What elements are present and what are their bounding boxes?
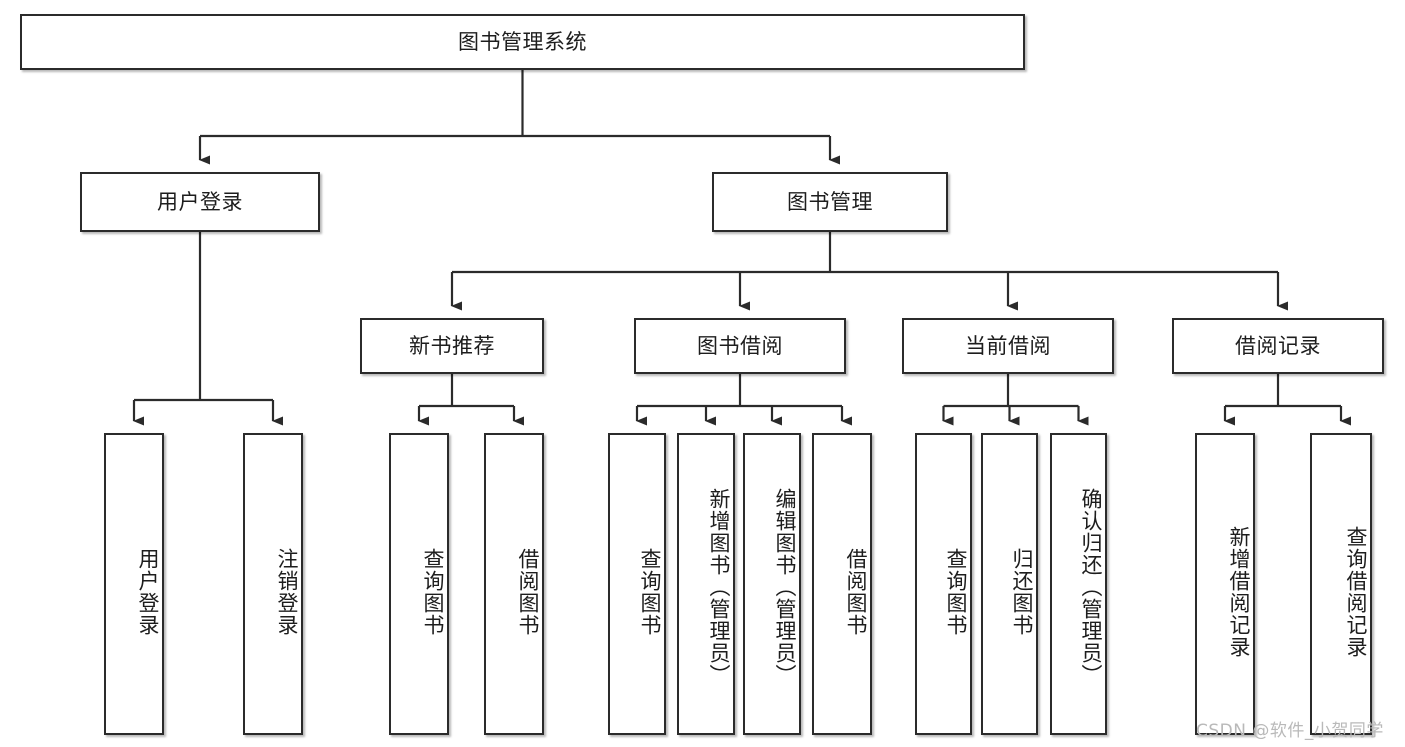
node-label-leaf-user-logout: 注销登录 (275, 548, 299, 636)
node-label-leaf-rec-borrow-book: 借阅图书 (516, 548, 540, 636)
node-book-borrow[interactable]: 图书借阅 (634, 318, 846, 374)
csdn-watermark: CSDN @软件_小贺同学 (1196, 721, 1384, 741)
node-leaf-rec-borrow-book[interactable]: 借阅图书 (484, 433, 544, 735)
node-leaf-cur-query-book[interactable]: 查询图书 (915, 433, 972, 735)
node-label-leaf-rec-add-record: 新增借阅记录 (1227, 526, 1251, 658)
node-label-leaf-rec-query-record: 查询借阅记录 (1344, 526, 1368, 658)
node-leaf-borrow-add-book[interactable]: 新增图书（管理员） (677, 433, 735, 735)
node-label-root: 图书管理系统 (458, 29, 587, 54)
node-label-leaf-borrow-edit-book: 编辑图书（管理员） (773, 488, 797, 686)
node-leaf-cur-confirm-return[interactable]: 确认归还（管理员） (1050, 433, 1107, 735)
node-leaf-user-logout[interactable]: 注销登录 (243, 433, 303, 735)
node-label-leaf-rec-query-book: 查询图书 (421, 548, 445, 636)
node-leaf-borrow-edit-book[interactable]: 编辑图书（管理员） (743, 433, 801, 735)
node-leaf-borrow-query-book[interactable]: 查询图书 (608, 433, 666, 735)
node-root[interactable]: 图书管理系统 (20, 14, 1025, 70)
node-label-leaf-cur-query-book: 查询图书 (944, 548, 968, 636)
node-label-new-book-rec: 新书推荐 (409, 333, 495, 358)
node-label-book-manage: 图书管理 (787, 189, 873, 214)
node-leaf-cur-return-book[interactable]: 归还图书 (981, 433, 1038, 735)
node-user-login[interactable]: 用户登录 (80, 172, 320, 232)
node-label-leaf-cur-confirm-return: 确认归还（管理员） (1079, 488, 1103, 686)
node-leaf-rec-query-book[interactable]: 查询图书 (389, 433, 449, 735)
node-leaf-rec-add-record[interactable]: 新增借阅记录 (1195, 433, 1255, 735)
node-current-borrow[interactable]: 当前借阅 (902, 318, 1114, 374)
node-borrow-record[interactable]: 借阅记录 (1172, 318, 1384, 374)
node-label-leaf-borrow-add-book: 新增图书（管理员） (707, 488, 731, 686)
node-new-book-rec[interactable]: 新书推荐 (360, 318, 544, 374)
node-label-borrow-record: 借阅记录 (1235, 333, 1321, 358)
node-leaf-rec-query-record[interactable]: 查询借阅记录 (1310, 433, 1372, 735)
node-label-leaf-borrow-query-book: 查询图书 (638, 548, 662, 636)
node-label-book-borrow: 图书借阅 (697, 333, 783, 358)
node-leaf-borrow-borrow-book[interactable]: 借阅图书 (812, 433, 872, 735)
node-book-manage[interactable]: 图书管理 (712, 172, 948, 232)
node-label-current-borrow: 当前借阅 (965, 333, 1051, 358)
node-label-user-login: 用户登录 (157, 189, 243, 214)
node-label-leaf-cur-return-book: 归还图书 (1010, 548, 1034, 636)
node-label-leaf-borrow-borrow-book: 借阅图书 (844, 548, 868, 636)
node-leaf-user-login[interactable]: 用户登录 (104, 433, 164, 735)
node-label-leaf-user-login: 用户登录 (136, 548, 160, 636)
